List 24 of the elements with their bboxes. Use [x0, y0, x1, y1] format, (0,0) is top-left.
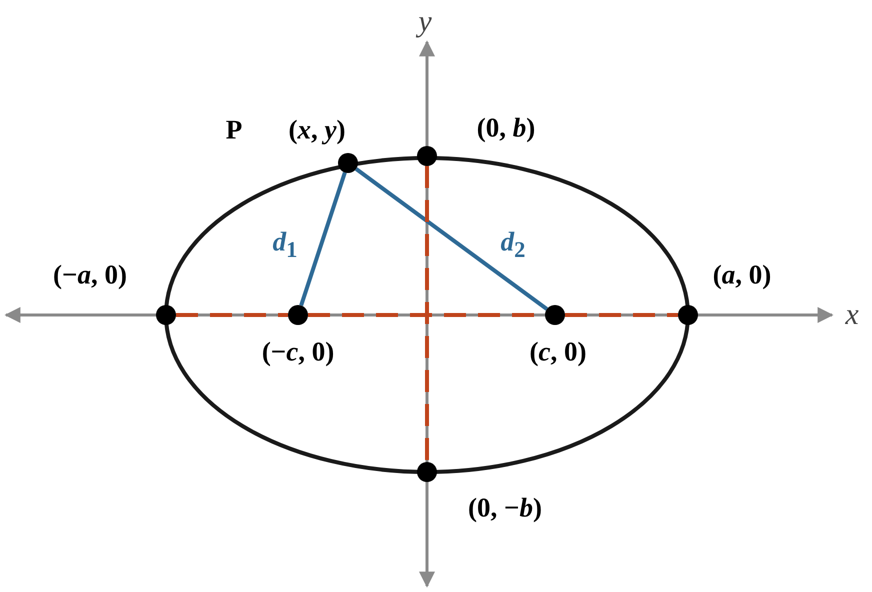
point-marker — [288, 305, 308, 325]
point-label: (x, y) — [288, 116, 346, 144]
point-marker — [678, 305, 698, 325]
edge-label: d$_{1}$ — [272, 228, 298, 262]
axis-label: x — [845, 300, 859, 330]
line-segment — [354, 167, 548, 311]
edge-label: d$_{2}$ — [500, 228, 526, 262]
dashed-line — [565, 313, 678, 317]
point-label: (−a, 0) — [53, 262, 127, 288]
dashed-line — [176, 313, 288, 317]
point-label: (c, 0) — [530, 338, 586, 366]
point-label: (−c, 0) — [262, 338, 334, 366]
point-label: (0, b) — [476, 114, 536, 142]
point-label: (0, −b) — [468, 494, 542, 522]
point-marker — [338, 153, 358, 173]
point-label: P — [226, 116, 242, 144]
point-marker — [417, 462, 437, 482]
point-marker — [545, 305, 565, 325]
point-marker — [156, 305, 176, 325]
dashed-line — [425, 166, 429, 462]
line-segment — [299, 172, 347, 306]
point-marker — [417, 146, 437, 166]
axis-label: y — [418, 7, 432, 37]
point-label: (a, 0) — [712, 262, 772, 288]
